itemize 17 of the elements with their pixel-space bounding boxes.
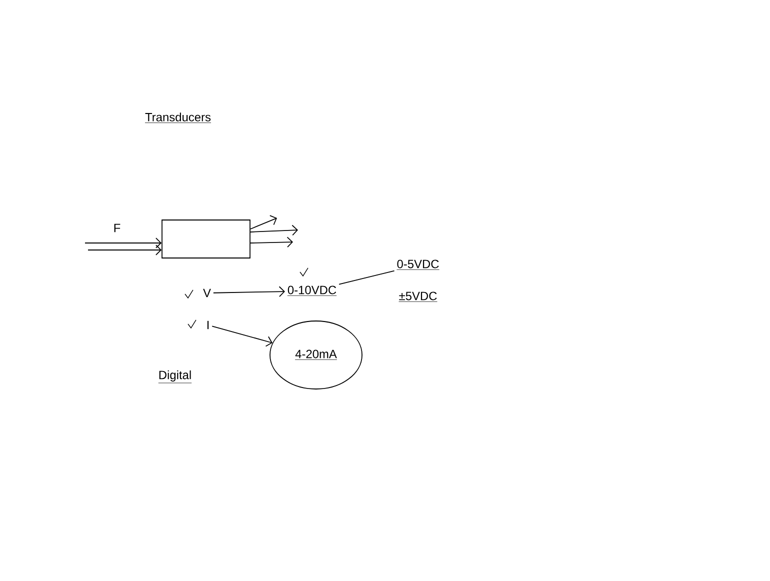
arrow [212, 286, 285, 298]
title: Transducers [144, 112, 212, 123]
arrow [250, 224, 298, 236]
handwritten-text: Digital [158, 370, 192, 384]
handwritten-text: I [207, 320, 209, 330]
handwritten-text: V [203, 288, 211, 298]
arrow [250, 236, 293, 248]
process-box [162, 220, 250, 258]
arrow [250, 215, 277, 230]
circled-text: 4-20mA [270, 320, 362, 390]
arrow [212, 326, 272, 347]
handwritten-text: 0-5VDC [396, 260, 440, 270]
arrow [88, 244, 162, 256]
handwritten-text: ±5VDC [398, 292, 438, 302]
arrow [84, 238, 162, 248]
edge-label: F [114, 224, 120, 232]
handwritten-text: 0-10VDC [287, 286, 337, 296]
